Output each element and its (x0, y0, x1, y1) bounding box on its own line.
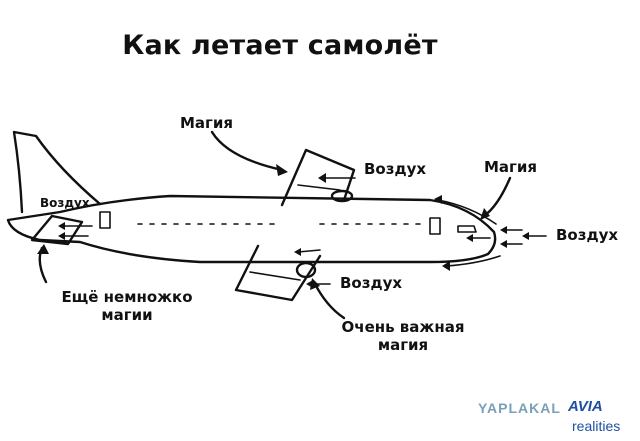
label-air-bottom-wing: Воздух (340, 274, 403, 292)
label-air-top-wing: Воздух (364, 160, 427, 178)
horizontal-stabilizer (30, 214, 84, 246)
fuselage-outline (6, 194, 497, 264)
tail-fin (12, 130, 102, 214)
watermark-site: YAPLAKAL (478, 400, 561, 416)
label-air-tail: Воздух (40, 196, 90, 210)
label-important-magic-line1: Очень важная (341, 318, 465, 336)
arrow-magic-nose (482, 176, 512, 218)
nose-airflow-arrows (434, 195, 547, 271)
diagram-title: Как летает самолёт (122, 30, 438, 61)
label-important-magic-line2: магия (377, 336, 429, 354)
label-magic-nose: Магия (484, 158, 538, 176)
lower-engine (295, 261, 317, 279)
upper-engine (330, 189, 354, 203)
arrow-magic-top (210, 130, 284, 172)
label-more-magic-line1: Ещё немножко (61, 288, 193, 306)
label-air-nose: Воздух (556, 226, 619, 244)
label-important-magic: Очень важная магия (330, 318, 476, 354)
label-more-magic-line2: магии (101, 306, 153, 324)
upper-wing (280, 148, 356, 207)
upper-wing-flap (297, 184, 341, 191)
front-door (429, 217, 441, 235)
watermark-brand: AVIA (568, 398, 603, 415)
label-more-magic: Ещё немножко магии (52, 288, 202, 324)
lower-wing (234, 244, 322, 302)
label-magic-top: Магия (180, 114, 234, 132)
tail-airflow-arrows (58, 222, 93, 240)
watermark-brand-sub: realities (572, 418, 621, 434)
cockpit-window (457, 225, 477, 233)
lower-wing-flap (249, 271, 301, 281)
rear-door (99, 211, 111, 229)
